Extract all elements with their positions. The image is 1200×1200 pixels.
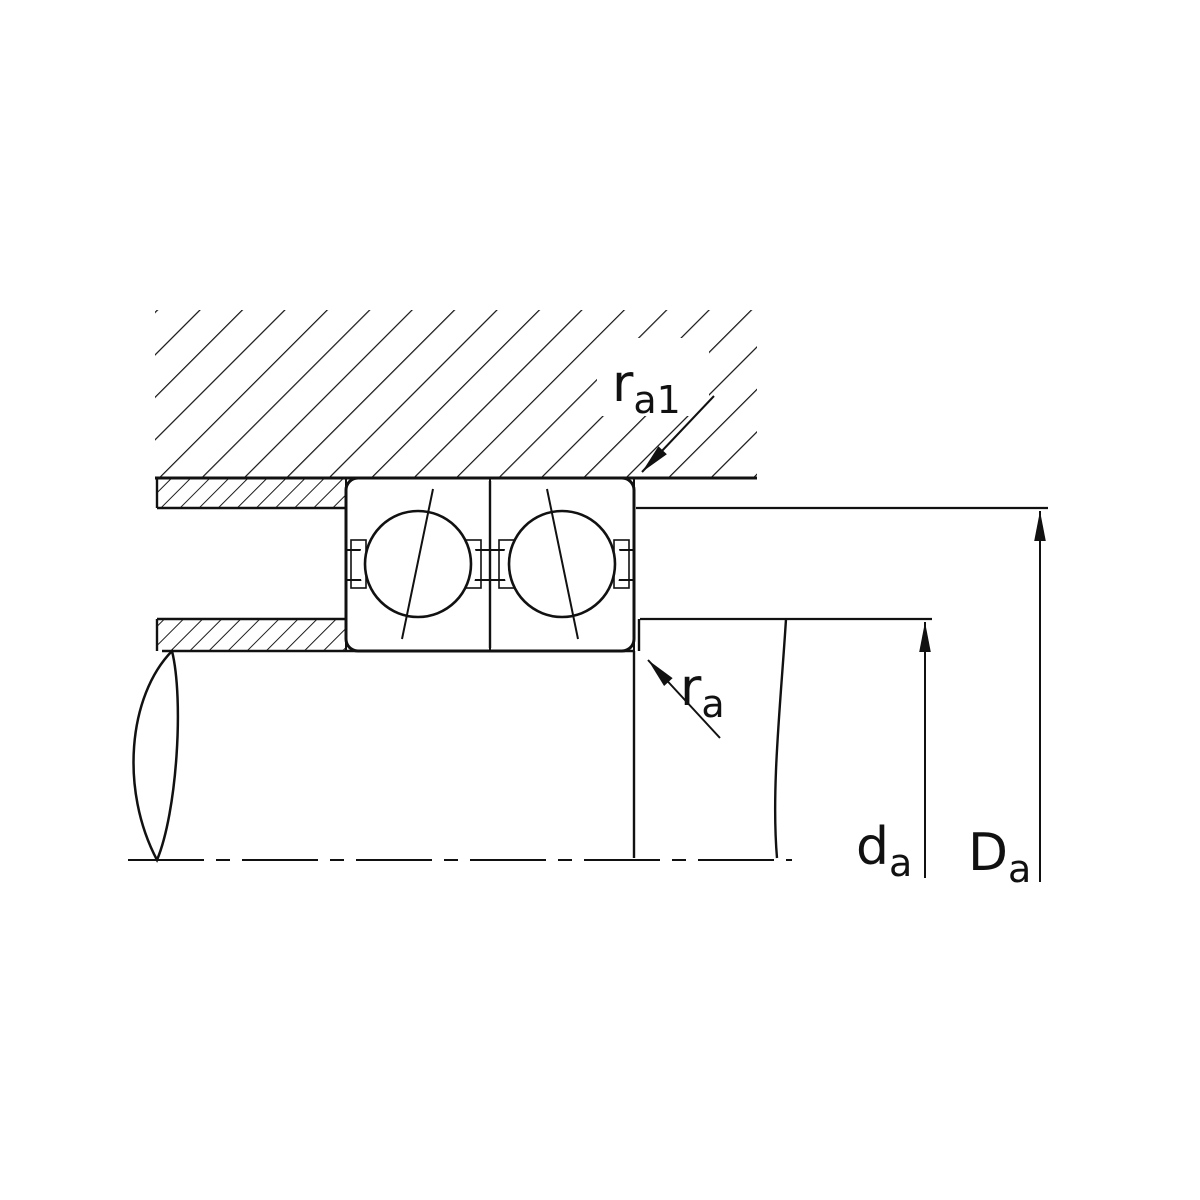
label-Da-base: D (968, 823, 1008, 883)
contact-angle-line-right (546, 488, 579, 640)
label-Da: Da (968, 823, 1031, 891)
bearing-pair (344, 476, 636, 653)
shaft-shoulder-left (155, 617, 346, 651)
bearing-outline (344, 476, 636, 653)
label-ra1: ra1 (612, 354, 681, 422)
label-ra1-sub: a1 (633, 378, 680, 422)
housing-shoulder (155, 478, 346, 510)
label-ra: ra (680, 658, 725, 726)
labels: ra1 ra da Da (612, 354, 1031, 891)
dimensions (641, 395, 1046, 882)
label-da-sub: a (889, 841, 912, 885)
label-da: da (856, 817, 912, 885)
leader-line-ra1 (641, 395, 715, 473)
shaft-shoulder-hatch (157, 619, 346, 651)
label-Da-sub: a (1008, 847, 1031, 891)
label-ra1-base: r (612, 354, 634, 414)
housing-shoulder-hatch (157, 478, 346, 508)
contact-angle-line-left (401, 488, 434, 640)
shaft-shoulder-break-edge (773, 618, 788, 859)
label-clearance-ra1 (597, 338, 709, 416)
leader-line-ra (647, 659, 721, 739)
label-ra-sub: a (701, 682, 724, 726)
label-da-base: d (856, 817, 889, 877)
label-ra-base: r (680, 658, 702, 718)
